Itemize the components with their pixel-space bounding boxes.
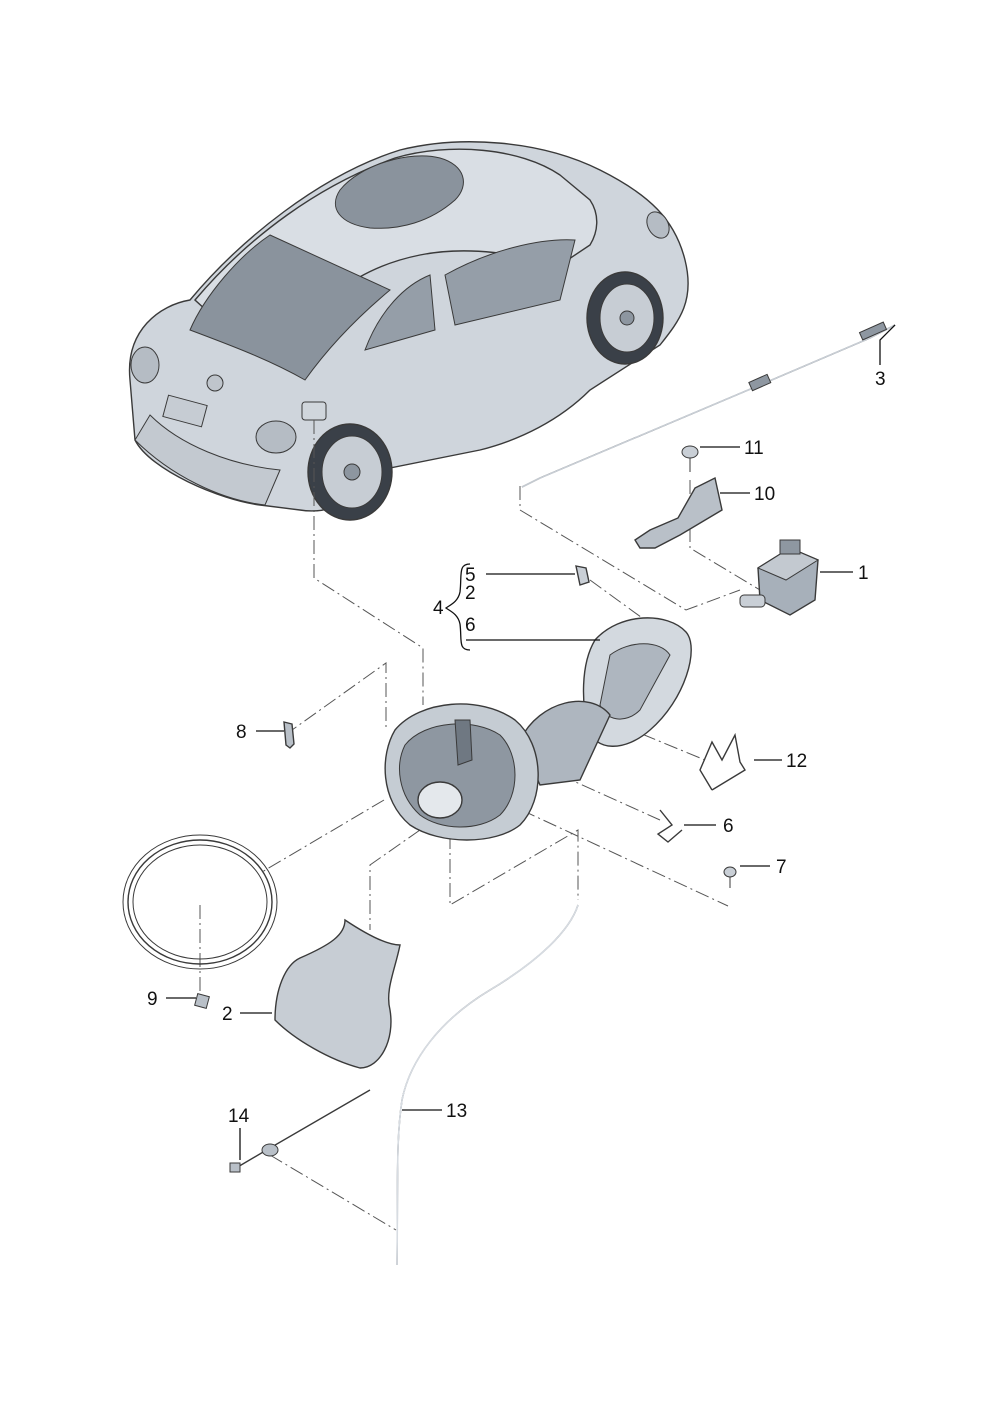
part-1-actuator [739,539,820,616]
seal-ring [122,834,278,970]
part-14-cable-tie [229,1089,371,1173]
part-9-nut [194,993,210,1009]
part-13-hose [396,904,579,1266]
part-3-cable [521,321,896,488]
callout-11: 11 [744,438,764,459]
callout-6b: 6 [723,816,734,837]
leader-lines [166,324,896,1160]
part-10-bracket [634,476,723,549]
part-7-screw [723,866,737,888]
callout-13: 13 [446,1101,467,1122]
callout-9: 9 [147,989,158,1010]
car-illustration [128,141,689,521]
part-8-clip [283,721,295,749]
callout-2a: 2 [465,583,476,604]
callout-5: 5 [465,565,476,586]
part-12-spring [699,732,746,791]
callout-8: 8 [236,722,247,743]
callout-4: 4 [433,598,444,619]
callout-6a: 6 [465,615,476,636]
front-wheel [586,271,664,365]
filler-housing [384,700,611,841]
part-11-screw [681,445,699,472]
callout-2b: 2 [222,1004,233,1025]
callout-3: 3 [875,369,886,390]
callout-14: 14 [228,1106,250,1127]
rear-wheel [307,423,393,521]
part-6-spring [656,809,683,843]
connection-lines [199,420,761,1231]
callout-10: 10 [754,484,775,505]
callout-labels: 1 2 2 3 4 5 6 6 7 8 9 10 11 12 13 14 [147,369,886,1127]
part-5-clip [575,565,590,586]
part-2-gasket [274,918,401,1069]
callout-12: 12 [786,751,807,772]
callout-1: 1 [858,563,869,584]
callout-7: 7 [776,857,787,878]
